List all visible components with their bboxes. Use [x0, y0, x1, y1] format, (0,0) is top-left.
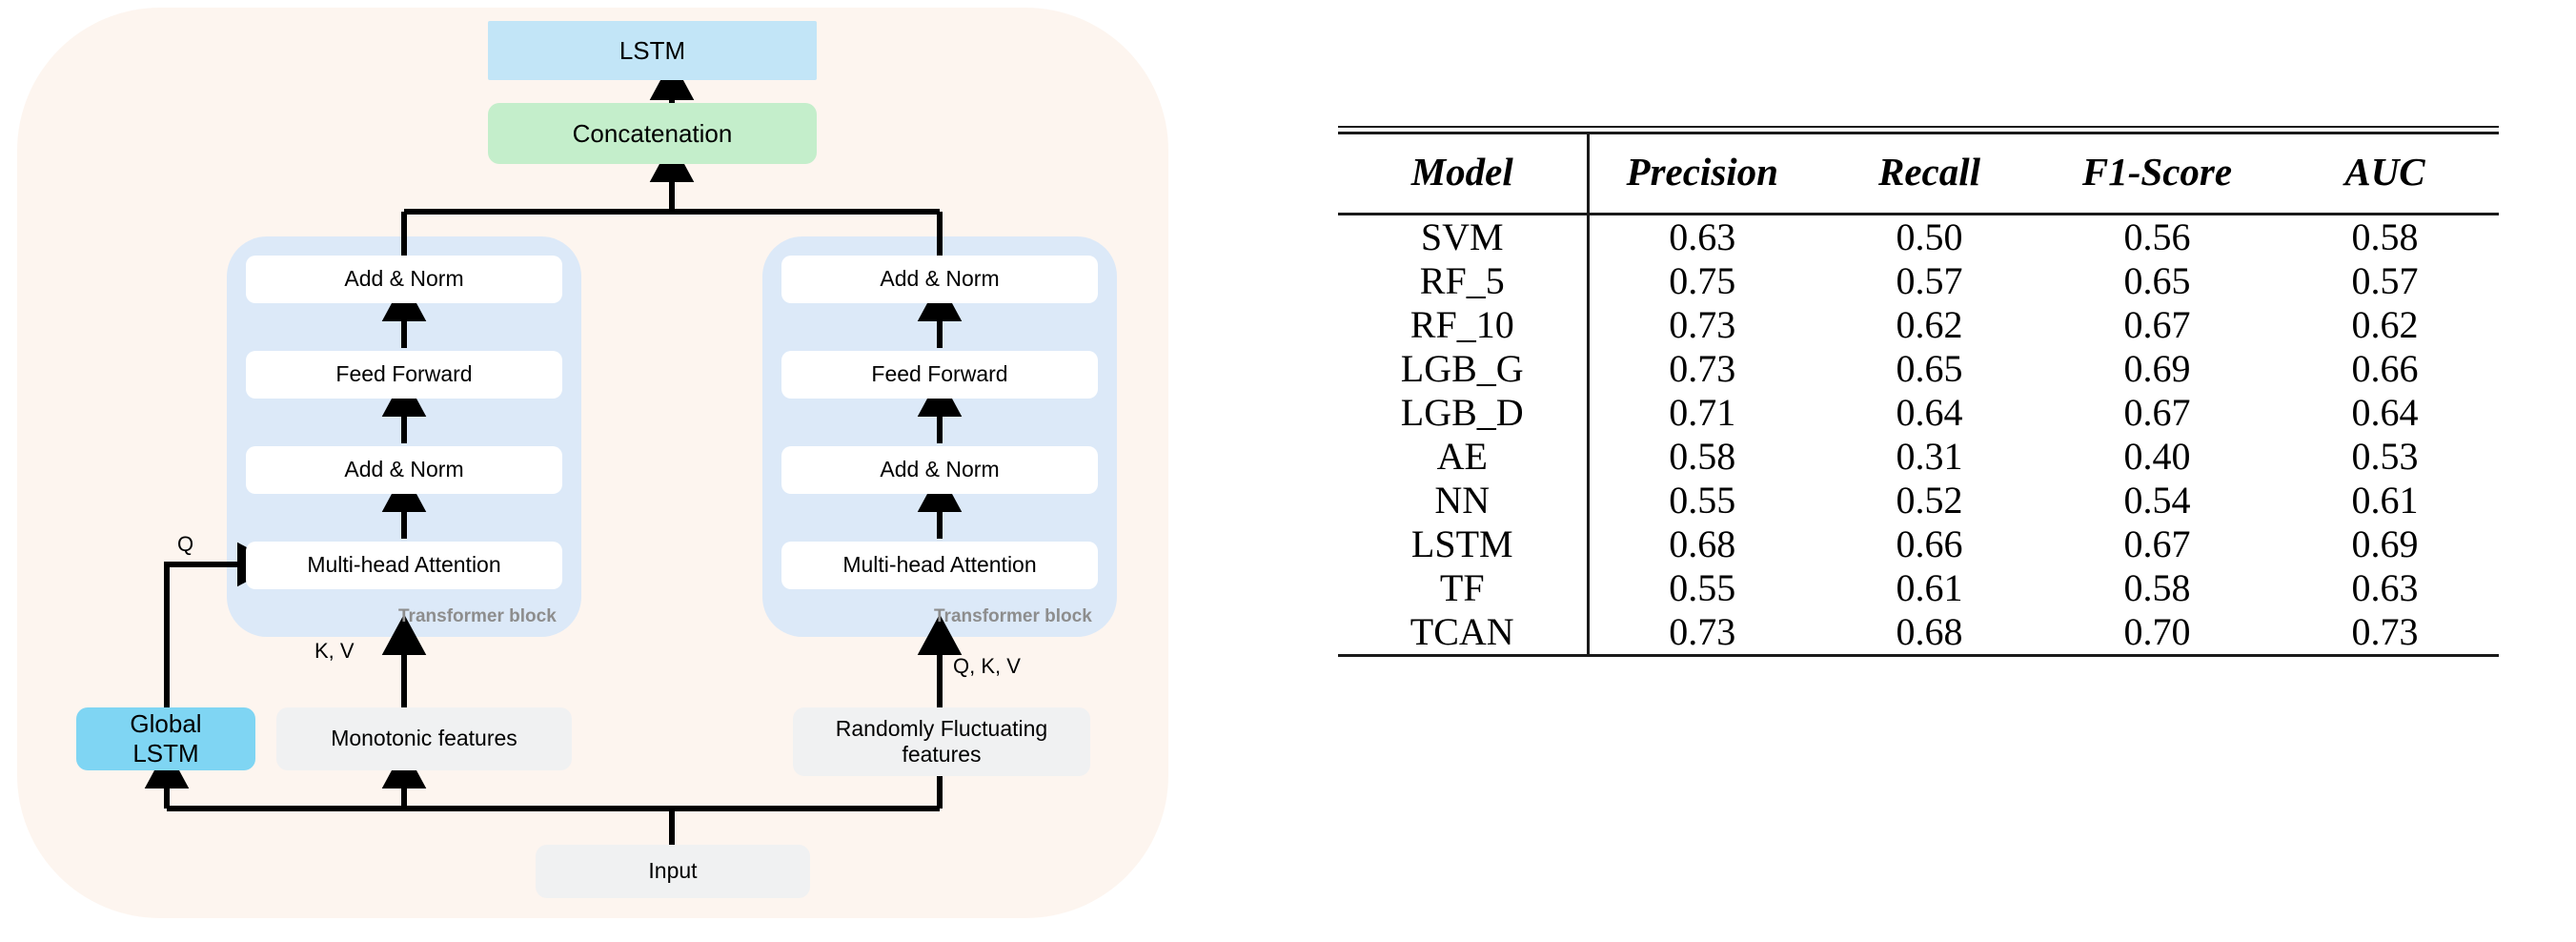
cell-precision: 0.73: [1669, 347, 1736, 390]
cell-recall: 0.50: [1896, 215, 1963, 258]
cell-f1-score: 0.67: [2123, 391, 2191, 434]
cell-f1-score: 0.69: [2123, 347, 2191, 390]
cell-precision: 0.58: [1669, 435, 1736, 478]
column-header-auc: AUC: [2271, 132, 2499, 215]
cell-precision: 0.75: [1669, 259, 1736, 302]
column-header-f1-score: F1-Score: [2043, 132, 2271, 215]
cell-recall: 0.62: [1896, 303, 1963, 346]
right-add-norm-bottom[interactable]: Add & Norm: [781, 446, 1098, 494]
cell-auc: 0.73: [2271, 610, 2499, 657]
cell-precision: 0.71: [1669, 391, 1736, 434]
cell-model: TF: [1439, 566, 1485, 609]
cell-f1-score: 0.67: [2123, 522, 2191, 565]
cell-auc: 0.69: [2351, 522, 2419, 565]
cell-precision: 0.73: [1588, 610, 1815, 657]
cell-model: LGB_D: [1400, 391, 1524, 434]
cell-recall: 0.61: [1896, 566, 1963, 609]
column-header-precision: Precision: [1588, 132, 1815, 215]
cell-f1-score: 0.40: [2123, 435, 2191, 478]
node-lstm[interactable]: LSTM: [488, 21, 817, 80]
header-row: Model Precision Recall F1-Score AUC: [1338, 132, 2499, 215]
cell-auc: 0.58: [2351, 215, 2419, 258]
transformer-block-label-left: Transformer block: [398, 606, 557, 626]
cell-recall: 0.31: [1896, 435, 1963, 478]
cell-auc: 0.66: [2351, 347, 2419, 390]
cell-f1-score: 0.54: [2123, 479, 2191, 522]
left-add-norm-top[interactable]: Add & Norm: [246, 256, 562, 303]
table-row: NN 0.55 0.52 0.54 0.61: [1338, 479, 2499, 522]
arrow-globallstm-q: [164, 542, 278, 707]
results-table: Model Precision Recall F1-Score AUC SVM 0…: [1338, 132, 2499, 657]
transformer-block-label-right: Transformer block: [934, 606, 1092, 626]
node-input[interactable]: Input: [536, 845, 810, 898]
table-row: LGB_D 0.71 0.64 0.67 0.64: [1338, 391, 2499, 435]
table-row: RF_5 0.75 0.57 0.65 0.57: [1338, 259, 2499, 303]
cell-f1-score: 0.67: [2123, 303, 2191, 346]
right-feed-forward[interactable]: Feed Forward: [781, 351, 1098, 399]
node-random-features[interactable]: Randomly Fluctuating features: [793, 707, 1090, 776]
cell-auc: 0.63: [2351, 566, 2419, 609]
left-add-norm-bottom[interactable]: Add & Norm: [246, 446, 562, 494]
node-monotonic-features[interactable]: Monotonic features: [276, 707, 572, 770]
results-table-head: Model Precision Recall F1-Score AUC: [1338, 132, 2499, 215]
cell-auc: 0.57: [2351, 259, 2419, 302]
results-table-container: Model Precision Recall F1-Score AUC SVM 0…: [1338, 132, 2499, 657]
table-row: LSTM 0.68 0.66 0.67 0.69: [1338, 522, 2499, 566]
left-multi-head-attention[interactable]: Multi-head Attention: [246, 542, 562, 589]
cell-f1-score: 0.70: [2043, 610, 2271, 657]
cell-recall: 0.68: [1815, 610, 2043, 657]
cell-f1-score: 0.65: [2123, 259, 2191, 302]
right-multi-head-attention[interactable]: Multi-head Attention: [781, 542, 1098, 589]
right-add-norm-top[interactable]: Add & Norm: [781, 256, 1098, 303]
cell-f1-score: 0.58: [2123, 566, 2191, 609]
cell-precision: 0.73: [1669, 303, 1736, 346]
column-header-model: Model: [1338, 132, 1588, 215]
cell-auc: 0.61: [2351, 479, 2419, 522]
cell-auc: 0.53: [2351, 435, 2419, 478]
table-double-rule-top: [1338, 126, 2499, 128]
cell-model: SVM: [1420, 215, 1504, 258]
table-row: LGB_G 0.73 0.65 0.69 0.66: [1338, 347, 2499, 391]
left-feed-forward[interactable]: Feed Forward: [246, 351, 562, 399]
node-global-lstm[interactable]: Global LSTM: [76, 707, 255, 770]
table-row: TF 0.55 0.61 0.58 0.63: [1338, 566, 2499, 610]
cell-model: LSTM: [1410, 522, 1513, 565]
cell-model: RF_5: [1419, 259, 1505, 302]
cell-model: NN: [1434, 479, 1491, 522]
node-concatenation[interactable]: Concatenation: [488, 103, 817, 164]
cell-model: LGB_G: [1400, 347, 1524, 390]
table-row: SVM 0.63 0.50 0.56 0.58: [1338, 215, 2499, 260]
edge-label-kv: K, V: [314, 639, 355, 663]
cell-precision: 0.68: [1669, 522, 1736, 565]
table-row: AE 0.58 0.31 0.40 0.53: [1338, 435, 2499, 479]
cell-model: TCAN: [1338, 610, 1588, 657]
cell-recall: 0.66: [1896, 522, 1963, 565]
cell-recall: 0.64: [1896, 391, 1963, 434]
cell-model: AE: [1436, 435, 1488, 478]
cell-precision: 0.55: [1669, 479, 1736, 522]
architecture-diagram: LSTM Concatenation Add & Norm Feed Forwa…: [0, 0, 1191, 942]
edge-label-qkv: Q, K, V: [953, 654, 1021, 678]
cell-recall: 0.57: [1896, 259, 1963, 302]
cell-precision: 0.63: [1669, 215, 1736, 258]
cell-f1-score: 0.56: [2123, 215, 2191, 258]
cell-auc: 0.62: [2351, 303, 2419, 346]
cell-recall: 0.52: [1896, 479, 1963, 522]
table-row: RF_10 0.73 0.62 0.67 0.62: [1338, 303, 2499, 347]
cell-recall: 0.65: [1896, 347, 1963, 390]
cell-auc: 0.64: [2351, 391, 2419, 434]
edge-label-q: Q: [177, 532, 194, 556]
cell-precision: 0.55: [1669, 566, 1736, 609]
cell-model: RF_10: [1410, 303, 1514, 346]
column-header-recall: Recall: [1815, 132, 2043, 215]
